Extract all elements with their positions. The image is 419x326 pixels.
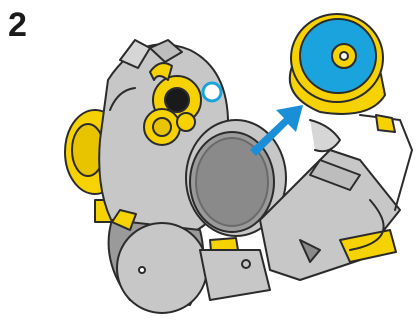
lower-body [200,250,270,300]
release-button-icon [203,83,221,101]
handle-arm [260,115,412,280]
filter-puck [290,14,385,114]
